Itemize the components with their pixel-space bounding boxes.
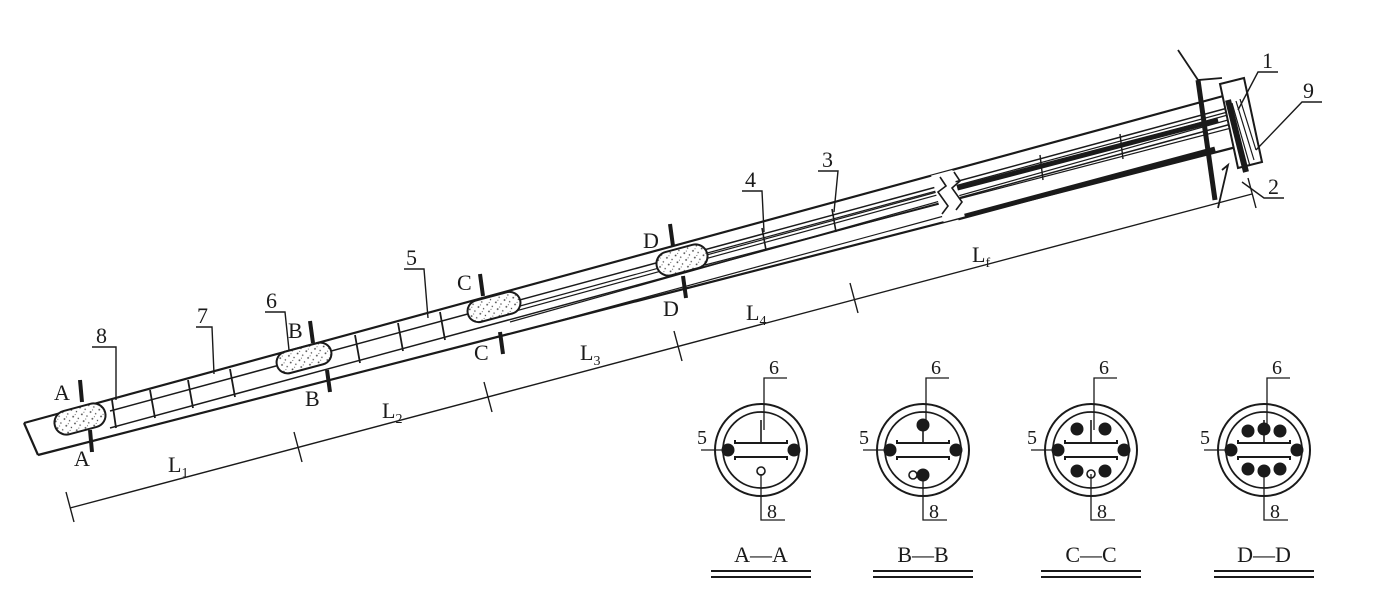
spacer-ticks bbox=[111, 133, 1124, 429]
part-leaders bbox=[92, 71, 1322, 400]
leader-8 bbox=[922, 474, 947, 521]
cut-letter-a-bottom: A bbox=[74, 446, 90, 471]
bar-solid bbox=[1070, 422, 1084, 436]
bar-solid bbox=[1290, 443, 1304, 457]
bar-solid bbox=[883, 443, 897, 457]
bar-solid bbox=[916, 418, 930, 432]
part-8-label: 8 bbox=[96, 323, 107, 348]
dim-l1: L1 bbox=[168, 452, 188, 481]
part-3-label: 3 bbox=[822, 147, 833, 172]
part-6-label: 6 bbox=[266, 288, 277, 313]
dimension-line bbox=[65, 177, 1257, 523]
cross-sections: 6 5 8A—A 6 5 8B—B 6 5 8C—C 6 5 8D—D bbox=[697, 357, 1314, 578]
casing-band bbox=[957, 146, 1216, 221]
dim-l4: L4 bbox=[746, 300, 766, 329]
leader-8 bbox=[1090, 474, 1115, 521]
section-dd: 6 5 8D—D bbox=[1200, 357, 1314, 578]
bar-solid bbox=[1241, 462, 1255, 476]
section-label-8: 8 bbox=[1097, 501, 1107, 523]
dimension-labels: L1 L2 L3 L4 Lf bbox=[168, 242, 990, 481]
dim-l3: L3 bbox=[580, 340, 600, 369]
part-numbers: 8 7 6 5 4 3 1 9 2 bbox=[96, 48, 1314, 348]
cut-letter-d-bottom: D bbox=[663, 296, 679, 321]
bar-solid bbox=[721, 443, 735, 457]
section-caption: A—A bbox=[734, 542, 788, 567]
grout-tube bbox=[756, 466, 766, 476]
leader-8 bbox=[1263, 474, 1288, 521]
spacer-lower bbox=[734, 456, 788, 460]
anchor-body bbox=[22, 49, 1264, 457]
section-label-6: 6 bbox=[769, 357, 779, 379]
bar-solid bbox=[1070, 464, 1084, 478]
section-caption: C—C bbox=[1065, 542, 1116, 567]
section-label-8: 8 bbox=[1270, 501, 1280, 523]
cut-letter-b-top: B bbox=[288, 318, 303, 343]
section-caption: B—B bbox=[897, 542, 948, 567]
bar-solid bbox=[949, 443, 963, 457]
section-label-5: 5 bbox=[859, 427, 869, 449]
dim-lf: Lf bbox=[972, 242, 990, 271]
bar-solid bbox=[1098, 464, 1112, 478]
section-label-5: 5 bbox=[697, 427, 707, 449]
cut-letter-c-top: C bbox=[457, 270, 472, 295]
leader-6 bbox=[1266, 377, 1290, 430]
part-7-label: 7 bbox=[197, 303, 208, 328]
section-bb: 6 5 8B—B bbox=[859, 357, 973, 578]
section-aa: 6 5 8A—A bbox=[697, 357, 811, 578]
dim-l2: L2 bbox=[382, 398, 402, 427]
capsule-d bbox=[655, 243, 709, 277]
section-label-6: 6 bbox=[931, 357, 941, 379]
part-9-label: 9 bbox=[1303, 78, 1314, 103]
cut-letter-a-top: A bbox=[54, 380, 70, 405]
cut-letter-d-top: D bbox=[643, 228, 659, 253]
bar-solid bbox=[1241, 424, 1255, 438]
section-cut-letters: A A B B C C D D bbox=[54, 228, 679, 471]
bar-solid bbox=[1273, 462, 1287, 476]
bar-solid bbox=[1098, 422, 1112, 436]
part-1-label: 1 bbox=[1262, 48, 1273, 73]
leader-6 bbox=[1093, 377, 1117, 430]
bar-solid bbox=[1117, 443, 1131, 457]
bar-solid bbox=[1273, 424, 1287, 438]
capsule-b bbox=[275, 341, 333, 375]
capsule-a bbox=[53, 402, 107, 436]
borehole-top-edge bbox=[23, 90, 1239, 425]
bar-solid bbox=[787, 443, 801, 457]
leader-6 bbox=[925, 377, 949, 430]
section-label-6: 6 bbox=[1272, 357, 1282, 379]
anchor-head bbox=[1177, 49, 1264, 209]
spacer-lower bbox=[1237, 456, 1291, 460]
section-label-6: 6 bbox=[1099, 357, 1109, 379]
borehole-end bbox=[22, 422, 40, 456]
part-5-label: 5 bbox=[406, 245, 417, 270]
break-mark bbox=[931, 169, 965, 223]
part-4-label: 4 bbox=[745, 167, 756, 192]
spacer-lower bbox=[896, 456, 950, 460]
cut-letter-c-bottom: C bbox=[474, 340, 489, 365]
section-caption: D—D bbox=[1237, 542, 1291, 567]
grout-tube bbox=[908, 470, 918, 480]
bar-solid bbox=[1257, 422, 1271, 436]
bar-solid bbox=[1257, 464, 1271, 478]
leader-6 bbox=[763, 377, 787, 430]
grout-capsules bbox=[53, 243, 709, 436]
leader-8 bbox=[760, 474, 785, 521]
bar-solid bbox=[1051, 443, 1065, 457]
section-label-5: 5 bbox=[1027, 427, 1037, 449]
bar-solid bbox=[1224, 443, 1238, 457]
section-label-8: 8 bbox=[929, 501, 939, 523]
capsule-c bbox=[466, 290, 522, 324]
section-cuts bbox=[78, 223, 688, 453]
section-label-8: 8 bbox=[767, 501, 777, 523]
section-label-5: 5 bbox=[1200, 427, 1210, 449]
cut-letter-b-bottom: B bbox=[305, 386, 320, 411]
part-2-label: 2 bbox=[1268, 174, 1279, 199]
section-cc: 6 5 8C—C bbox=[1027, 357, 1141, 578]
spacer-lower bbox=[1064, 456, 1118, 460]
